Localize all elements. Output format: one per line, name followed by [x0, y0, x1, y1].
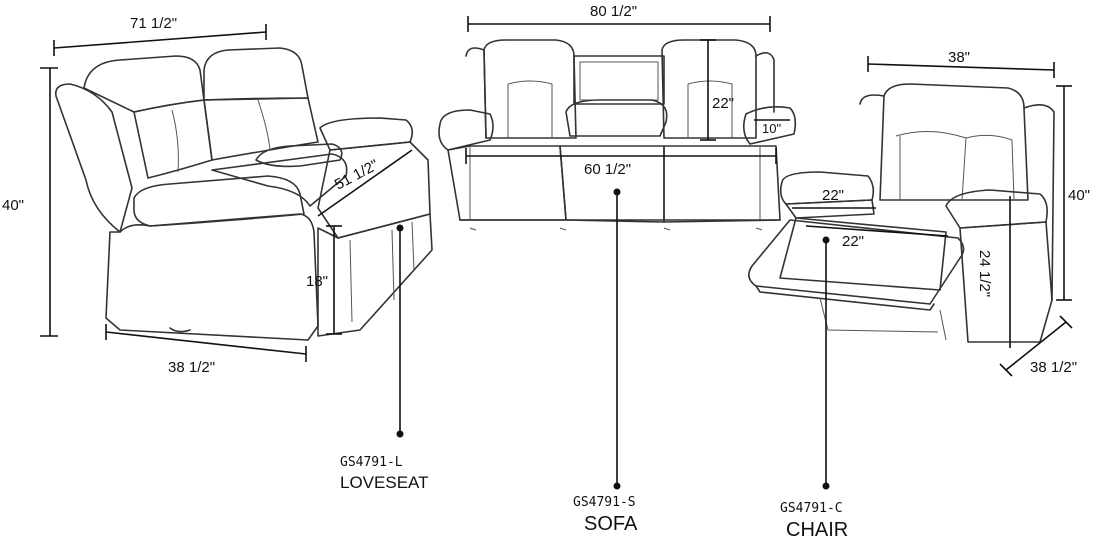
sofa-width-label: 80 1/2": [590, 3, 637, 20]
chair-width-label: 38": [948, 49, 970, 66]
chair-depth-label: 38 1/2": [1030, 359, 1077, 376]
loveseat-height-label: 40": [2, 197, 24, 214]
sofa-code: GS4791-S: [573, 495, 636, 510]
sofa-arm-width-label: 10": [762, 121, 781, 136]
sofa-drawing: [438, 39, 797, 231]
loveseat-code: GS4791-L: [340, 455, 403, 470]
chair-code: GS4791-C: [780, 501, 843, 516]
sofa-leader-dot: [613, 188, 621, 196]
sofa-back-height-label: 22": [712, 95, 734, 112]
loveseat-drawing: [54, 47, 433, 341]
chair-leader-dot: [822, 236, 830, 244]
chair-seat-width-label: 22": [822, 187, 844, 204]
chair-name: CHAIR: [786, 519, 848, 540]
sofa-name: SOFA: [584, 513, 638, 535]
loveseat-width-label: 71 1/2": [130, 15, 177, 32]
loveseat-leader-end: [396, 430, 404, 438]
loveseat-leader-dot: [396, 224, 404, 232]
loveseat-depth-label: 38 1/2": [168, 359, 215, 376]
loveseat-dimension-lines: [40, 24, 413, 362]
chair-seat-depth-label: 22": [842, 233, 864, 250]
chair-leg-rest-label: 24 1/2": [976, 250, 993, 297]
sofa-leader-end: [613, 482, 621, 490]
loveseat-name: LOVESEAT: [340, 473, 429, 492]
chair-drawing: [748, 83, 1055, 343]
chair-dimension-lines: [792, 56, 1073, 377]
loveseat-seat-height-label: 18": [306, 273, 328, 290]
chair-height-label: 40": [1068, 187, 1090, 204]
sofa-dimension-lines: [465, 16, 790, 164]
sofa-seat-width-label: 60 1/2": [584, 161, 631, 178]
chair-leader-end: [822, 482, 830, 490]
leader-lines: [396, 188, 830, 490]
